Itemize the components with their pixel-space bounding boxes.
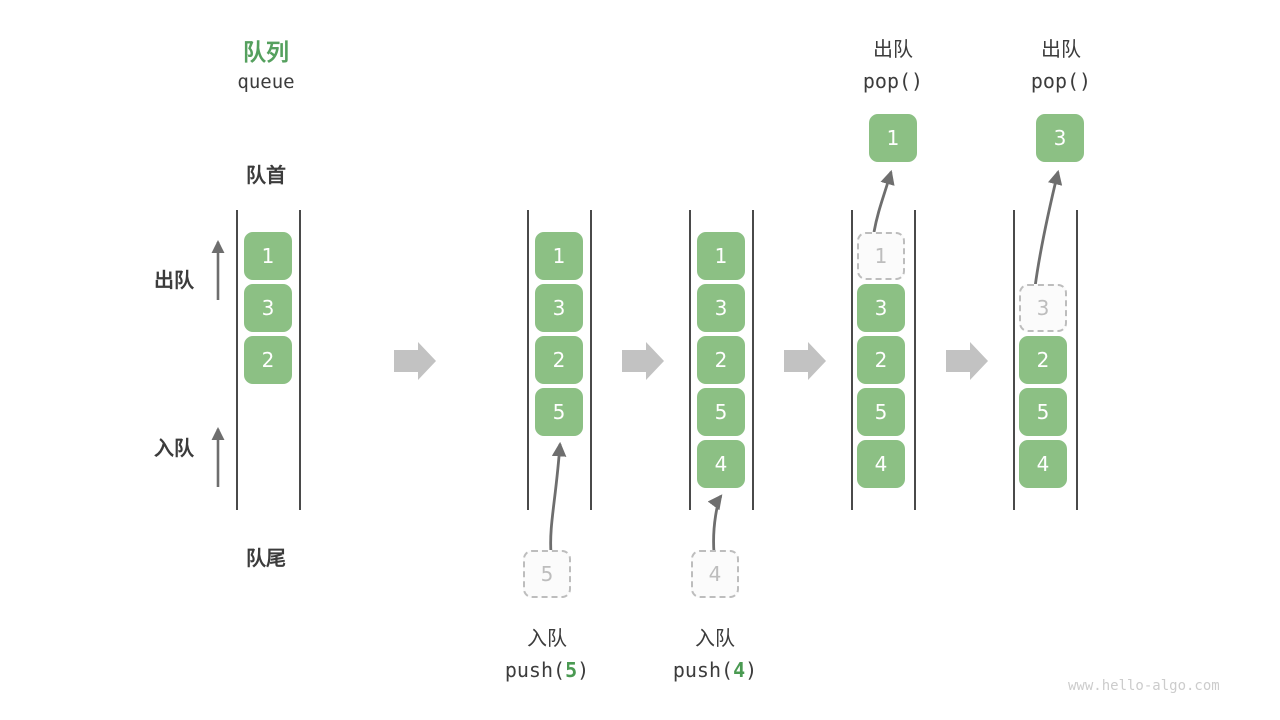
watermark: www.hello-algo.com: [1068, 678, 1220, 694]
push-5-arrow: [549, 441, 567, 554]
queue-cell: 2: [697, 336, 745, 384]
queue-cell: 2: [857, 336, 905, 384]
push-5-code-post: ): [577, 658, 590, 682]
pop-1-label-cn: 出队: [873, 37, 913, 61]
popped-ghost-cell: 3: [1019, 284, 1067, 332]
queue-title-en: queue: [237, 71, 295, 93]
queue-cell: 3: [535, 284, 583, 332]
queue-cell: 3: [244, 284, 292, 332]
queue-head-label: 队首: [246, 163, 286, 187]
queue-cell: 2: [244, 336, 292, 384]
popped-value-cell: 3: [1036, 114, 1084, 162]
step-connector-1: [394, 342, 436, 380]
popped-ghost-cell: 1: [857, 232, 905, 280]
queue-cell: 5: [857, 388, 905, 436]
rail-right: [752, 210, 754, 510]
incoming-cell: 4: [691, 550, 739, 598]
rail-right: [590, 210, 592, 510]
queue-cell: 2: [535, 336, 583, 384]
push-4-arrow: [707, 494, 723, 554]
queue-cell: 5: [697, 388, 745, 436]
rail-right: [299, 210, 301, 510]
popped-value-cell: 1: [869, 114, 917, 162]
step-connector-3: [784, 342, 826, 380]
pop-3-label-code: pop(): [1030, 69, 1092, 93]
queue-cell: 5: [535, 388, 583, 436]
push-5-label-code: push(5): [477, 658, 617, 682]
queue-tail-label: 队尾: [246, 546, 286, 570]
pop-1-arrow: [872, 169, 895, 233]
queue-cell: 5: [1019, 388, 1067, 436]
queue-cell: 4: [697, 440, 745, 488]
queue-cell: 2: [1019, 336, 1067, 384]
rail-left: [1013, 210, 1015, 510]
pop-3-label-cn: 出队: [1041, 37, 1081, 61]
queue-cell: 1: [697, 232, 745, 280]
push-5-label-cn: 入队: [527, 626, 567, 650]
dequeue-direction-label: 出队: [154, 268, 194, 292]
queue-cell: 3: [857, 284, 905, 332]
queue-cell: 1: [535, 232, 583, 280]
queue-title-cn: 队列: [243, 40, 289, 66]
rail-left: [527, 210, 529, 510]
push-4-label-code: push(4): [645, 658, 785, 682]
push-4-code-pre: push(: [672, 658, 734, 682]
rail-left: [689, 210, 691, 510]
step-connector-4: [946, 342, 988, 380]
push-5-code-value: 5: [565, 658, 578, 682]
rail-left: [851, 210, 853, 510]
pop-3-arrow: [1033, 169, 1063, 288]
queue-cell: 4: [1019, 440, 1067, 488]
push-4-code-value: 4: [733, 658, 746, 682]
queue-cell: 3: [697, 284, 745, 332]
rail-right: [914, 210, 916, 510]
queue-cell: 1: [244, 232, 292, 280]
queue-cell: 4: [857, 440, 905, 488]
push-4-code-post: ): [745, 658, 758, 682]
rail-right: [1076, 210, 1078, 510]
incoming-cell: 5: [523, 550, 571, 598]
pop-1-label-code: pop(): [862, 69, 924, 93]
enqueue-direction-label: 入队: [154, 436, 194, 460]
push-4-label-cn: 入队: [695, 626, 735, 650]
step-connector-2: [622, 342, 664, 380]
rail-left: [236, 210, 238, 510]
push-5-code-pre: push(: [504, 658, 566, 682]
